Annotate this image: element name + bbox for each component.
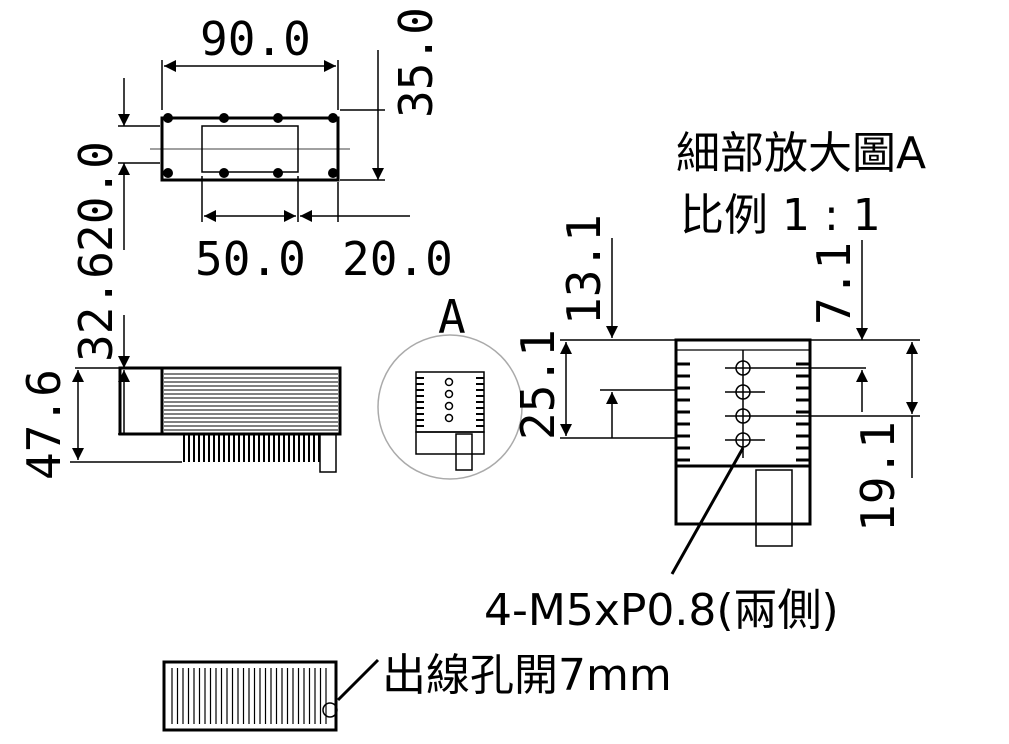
detail-scale: 比例 1 : 1 xyxy=(680,190,881,241)
dim-text-32-6: 32.6 xyxy=(69,251,123,362)
hole xyxy=(163,168,173,178)
dim-text-19-1: 19.1 xyxy=(851,421,905,532)
bottom-view: 出線孔開7mm xyxy=(162,650,672,732)
thread-leader xyxy=(670,447,745,575)
side-block xyxy=(118,366,164,436)
hole xyxy=(273,168,283,178)
mini-fins xyxy=(416,377,484,427)
side-connector xyxy=(319,433,337,473)
dim-text-13-1: 13.1 xyxy=(557,214,611,325)
wire-hole-note: 出線孔開7mm xyxy=(382,650,672,701)
detail-fins xyxy=(676,349,810,462)
mounting-holes xyxy=(163,113,338,178)
dim-text-50: 50.0 xyxy=(195,232,306,286)
mini-connector xyxy=(455,433,473,471)
hole xyxy=(444,401,454,411)
dim-text-7-1: 7.1 xyxy=(807,242,861,325)
dim-text-47-6: 47.6 xyxy=(17,369,71,480)
hole xyxy=(163,113,173,123)
side-heatsink xyxy=(160,366,342,436)
hole xyxy=(328,113,338,123)
hole xyxy=(328,168,338,178)
detail-connector xyxy=(755,469,793,547)
hole xyxy=(444,377,454,387)
hole xyxy=(444,413,454,423)
dim-text-35: 35.0 xyxy=(389,7,443,118)
side-fins xyxy=(164,373,338,431)
side-view: 32.6 47.6 xyxy=(17,251,342,480)
side-teeth xyxy=(183,434,320,462)
detail-thread-holes xyxy=(725,350,765,458)
mini-holes xyxy=(444,377,454,423)
detail-base xyxy=(674,464,812,526)
hole xyxy=(219,168,229,178)
dim-text-25-1: 25.1 xyxy=(511,329,565,440)
dim-text-20-left: 20.0 xyxy=(69,141,123,252)
dim-text-90: 90.0 xyxy=(200,12,311,66)
detail-view: 細部放大圖A 比例 1 : 1 13.1 25.1 xyxy=(484,128,926,636)
bottom-outline xyxy=(162,660,338,732)
wire-hole xyxy=(322,702,338,718)
detail-circle: A xyxy=(377,290,523,480)
hole xyxy=(219,113,229,123)
detail-circle-outline xyxy=(377,334,523,480)
wire-hole-leader xyxy=(336,658,380,702)
hole xyxy=(444,389,454,399)
mini-base xyxy=(415,431,485,455)
bottom-fins xyxy=(171,668,327,724)
top-view: 90.0 35.0 20.0 50.0 20.0 xyxy=(69,7,453,286)
hole xyxy=(273,113,283,123)
thread-note: 4-M5xP0.8(兩側) xyxy=(484,585,839,636)
dim-text-20-offset: 20.0 xyxy=(342,232,453,286)
detail-circle-label: A xyxy=(438,290,466,344)
detail-title: 細部放大圖A xyxy=(676,128,926,179)
